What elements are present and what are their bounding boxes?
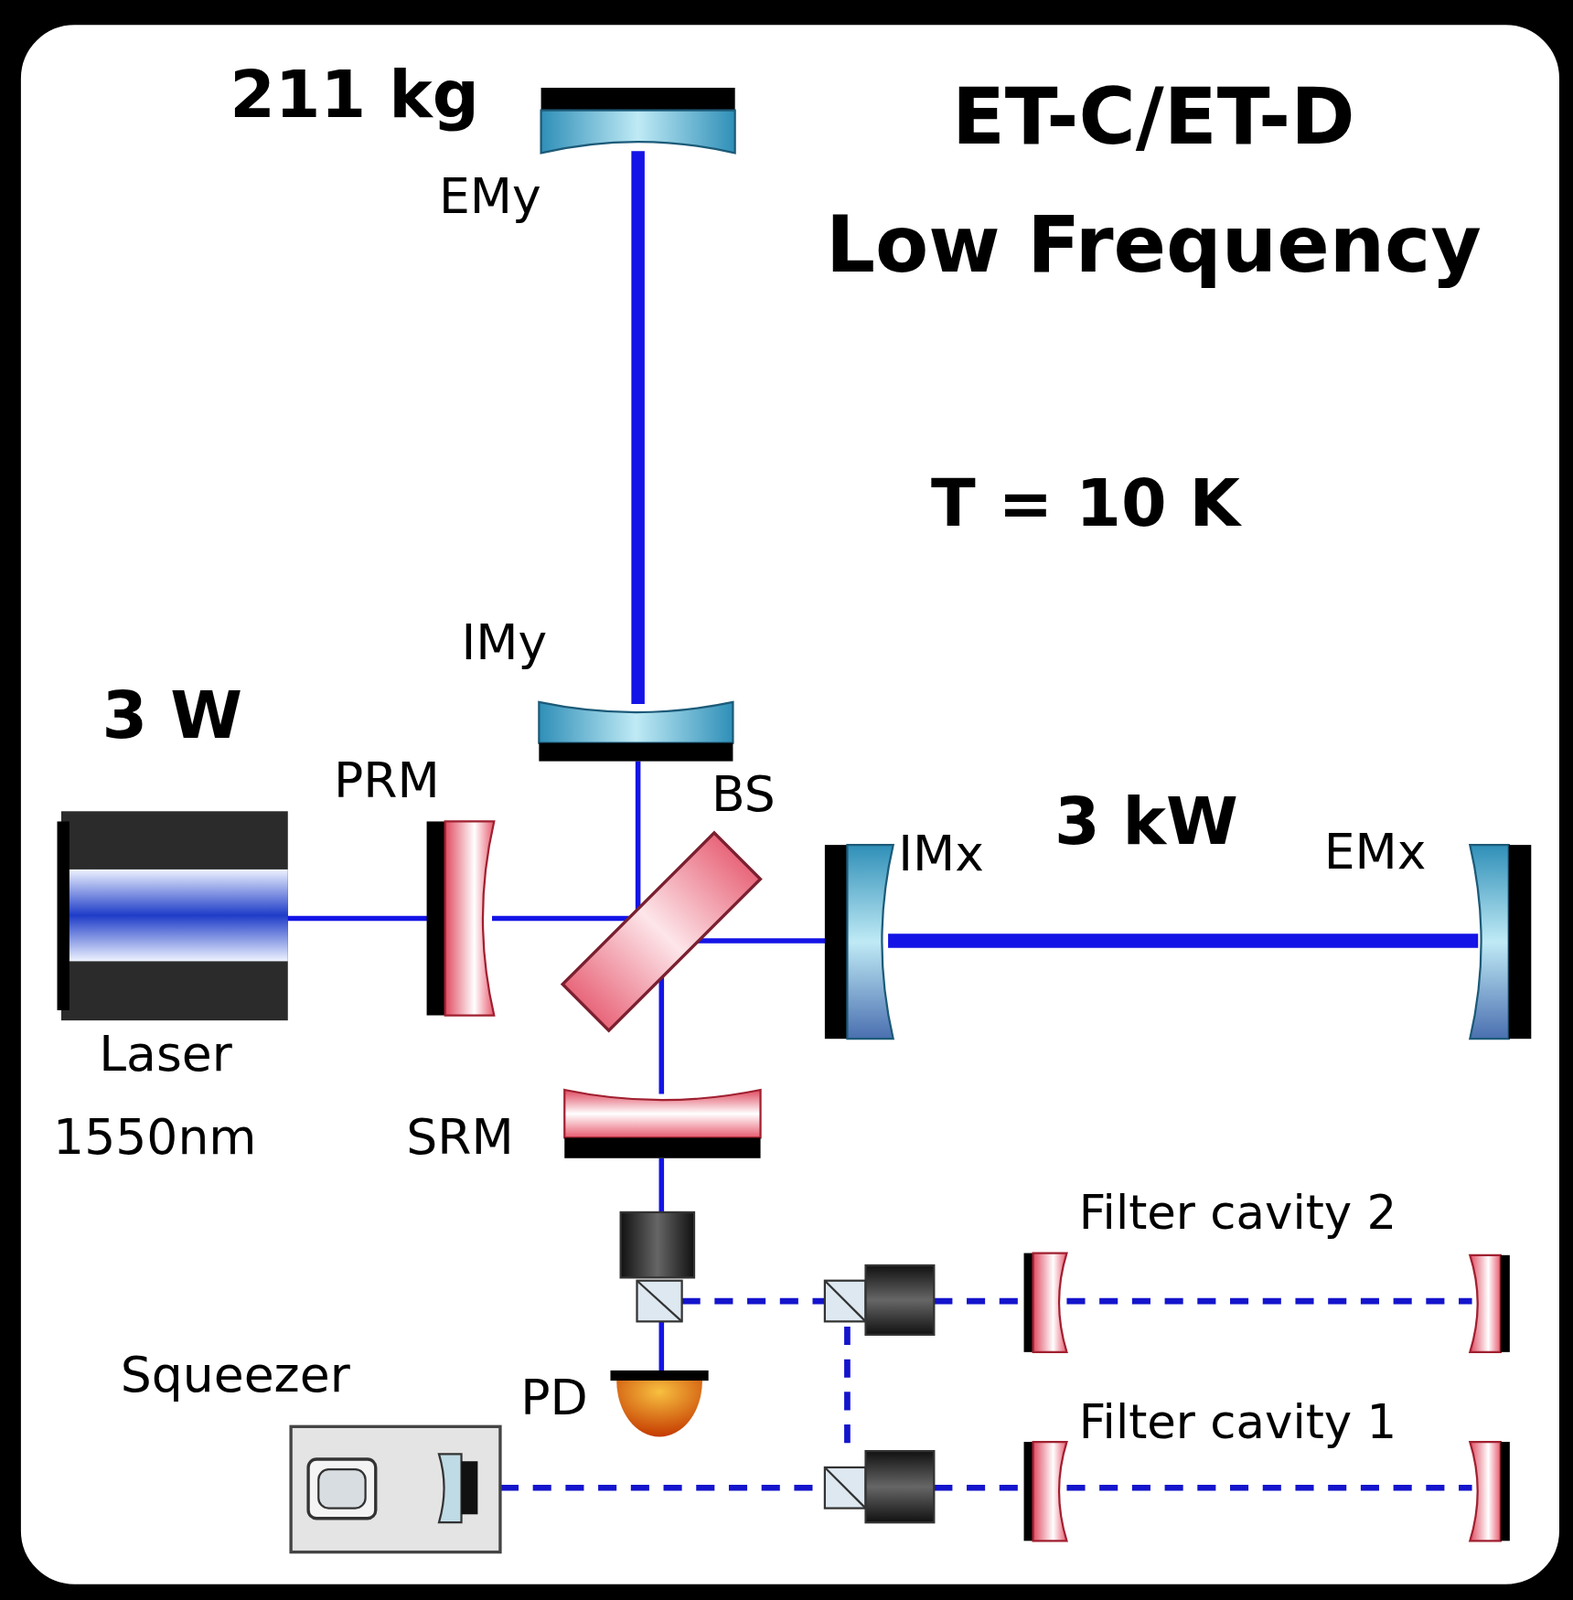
photodiode [609,1370,708,1438]
part-label: Filter cavity 1 [1079,1396,1397,1448]
signal-recycling-mirror-part [564,1090,760,1138]
squeezer-box-part [308,1459,376,1520]
part-label: 211 kg [229,59,480,132]
part-label: 3 kW [1054,785,1239,858]
laser-beams-part [492,916,643,922]
part-label: Squeezer [120,1348,351,1402]
squeezed-light-path-part [500,1485,825,1492]
output-faraday-isolator [620,1212,695,1322]
part-label: EMy [438,169,542,224]
faraday-isolator-2-part [824,1281,867,1323]
laser-beams-part [635,761,642,920]
laser-beams [286,150,1479,1373]
input-mirror-y [538,702,733,762]
photodiode-part [616,1380,703,1437]
squeezed-light-path-part [844,1326,851,1456]
squeezer-box-part [318,1469,365,1509]
faraday-isolator-1-part [866,1451,935,1523]
beam-splitter [562,833,760,1031]
part-label: Filter cavity 2 [1079,1187,1397,1239]
faraday-isolator-1-part [824,1467,867,1509]
squeezed-light-path-part [933,1298,1026,1306]
output-faraday-isolator-part [637,1281,683,1323]
squeezer-box-part [290,1426,501,1552]
filter-cavity-1-mirrors-part [1500,1442,1510,1541]
part-label: T = 10 K [930,467,1241,540]
filter-cavity-2-mirrors-part [1024,1253,1034,1353]
filter-cavity-2-mirrors-part [1469,1255,1500,1353]
part-label: 3 W [102,679,243,752]
squeezed-light-path [500,1301,1473,1488]
laser-source [57,811,289,1021]
filter-cavity-2-mirrors-part [1033,1253,1068,1353]
input-mirror-y-part [538,702,733,744]
laser-source-part [69,869,289,962]
laser-beams-part [888,933,1478,949]
faraday-isolator-1-part [824,1467,867,1509]
part-label: PRM [333,753,440,808]
end-mirror-y [541,87,736,153]
power-recycling-mirror-part [427,821,446,1016]
part-label: IMy [461,615,548,670]
output-faraday-isolator-part [637,1281,683,1323]
frame [18,22,1563,1588]
filter-cavity-2-mirrors-part [1500,1255,1510,1353]
part-label: SRM [406,1110,514,1165]
input-mirror-x [824,845,894,1039]
diagram-title: ET-C/ET-D Low Frequency [745,53,1563,309]
end-mirror-y-part [541,110,736,154]
faraday-isolator-2-part [866,1265,935,1336]
part-label: EMx [1324,824,1427,879]
laser-source-part [57,821,70,1010]
end-mirror-x [1469,845,1531,1039]
filter-cavity-1-mirrors-part [1024,1442,1034,1541]
filter-cavity-1-mirrors [1024,1442,1510,1541]
end-mirror-x-part [1508,845,1532,1039]
squeezed-light-path-part [1066,1298,1472,1306]
part-label: IMx [898,826,985,881]
part-label: 1550nm [53,1110,257,1165]
faraday-isolator-1 [824,1451,934,1523]
end-mirror-x-part [1469,845,1509,1039]
input-mirror-x-part [846,845,893,1039]
power-recycling-mirror [427,821,495,1016]
laser-beams-part [286,916,429,922]
squeezer-box-part [461,1461,479,1515]
squeezed-light-path-part [1066,1485,1472,1492]
output-faraday-isolator-part [620,1212,695,1278]
beam-splitter-part [562,833,760,1031]
part-label: Laser [98,1027,233,1081]
filter-cavity-1-mirrors-part [1033,1442,1068,1541]
input-mirror-x-part [824,845,848,1039]
laser-beams-part [631,150,645,705]
part-label: PD [520,1370,589,1425]
part-label: BS [711,767,776,822]
squeezed-light-path-part [933,1485,1026,1492]
laser-source-part [61,811,289,1021]
squeezer-box-part [438,1454,462,1523]
photodiode-part [609,1370,708,1381]
signal-recycling-mirror [564,1090,760,1159]
laser-beams-part [659,1158,665,1215]
laser-beams-part [659,1321,665,1373]
input-mirror-y-part [538,743,733,762]
filter-cavity-1-mirrors-part [1469,1442,1500,1541]
faraday-isolator-2-part [824,1281,867,1323]
signal-recycling-mirror-part [564,1137,760,1158]
filter-cavity-2-mirrors [1024,1253,1510,1353]
faraday-isolator-2 [824,1265,934,1336]
power-recycling-mirror-part [445,821,495,1016]
squeezed-light-path-part [682,1298,825,1306]
end-mirror-y-part [541,87,736,111]
squeezer-box [290,1426,501,1552]
